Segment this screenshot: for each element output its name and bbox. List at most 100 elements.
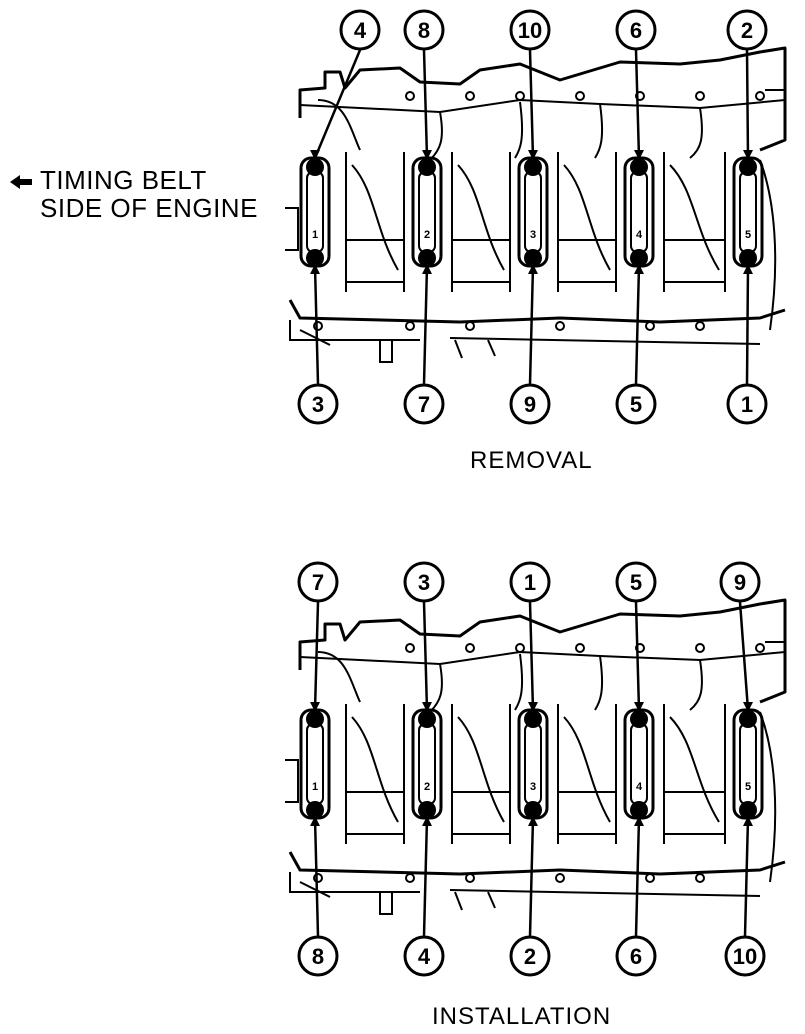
block-outline-bottom [288,299,786,324]
timing-note-line2: SIDE OF ENGINE [40,193,258,223]
arrowhead-top [528,150,538,160]
arrowhead-bottom [743,816,753,826]
crank-journal [557,704,617,844]
arrowhead-bottom [528,264,538,274]
callout-circle-bottom [509,383,551,425]
arrowhead-top [310,150,320,160]
cap-number-mark: 4 [636,229,643,241]
callout-circle-bottom [297,935,339,977]
block-outline-top [298,46,787,152]
leader-line-top [738,601,750,711]
bolt-head-top [524,158,542,176]
rail-hole [755,91,765,101]
arrowhead-top [422,702,432,712]
crank-journal [663,152,726,292]
oil-pan-flange [289,872,761,898]
flange-hole [465,873,475,883]
arrowhead-bottom [422,264,432,274]
block-stub-left [285,207,299,251]
block-side-right [759,641,785,883]
callout-circle-top [403,561,445,603]
bolt-head-top [630,158,648,176]
crank-web [669,164,720,271]
callout-number-bottom: 2 [524,944,536,969]
arrowhead-bottom [634,816,644,826]
arrowhead-bottom [634,264,644,274]
leader-line-top [634,601,641,711]
leader-line-bottom [313,265,320,385]
callout-circle-bottom [509,935,551,977]
flange-hole [313,321,323,331]
callout-number-top: 8 [418,18,430,43]
bolt-head-top [306,158,324,176]
arrowhead-top [634,150,644,160]
removal-caption: REMOVAL [470,447,593,474]
block-stub-left [285,759,299,803]
callout-number-top: 5 [630,570,642,595]
rail-hole [575,91,585,101]
leader-line-bottom [528,817,535,937]
bolt-head-bottom [630,801,648,819]
callout-circle-top [726,9,768,51]
rail-hole [405,91,415,101]
leader-line-top [528,601,535,711]
callout-circle-top [509,9,551,51]
callout-number-top: 3 [418,570,430,595]
crank-web [457,716,505,823]
arrowhead-top [743,702,753,712]
arrowhead-bottom [743,264,753,274]
callout-number-top: 2 [741,18,753,43]
crank-journal [345,152,405,292]
flange-hole [695,321,705,331]
web-curves [317,651,703,713]
crank-journal [451,704,511,844]
cap-number-mark: 5 [745,781,751,793]
callout-number-bottom: 10 [733,944,757,969]
bolt-head-bottom [524,249,542,267]
flange-hole [645,321,655,331]
callout-circle-bottom [724,935,766,977]
callout-circle-top [403,9,445,51]
flange-hole [405,873,415,883]
leader-line-top [528,49,535,159]
crank-web [351,716,399,823]
arrowhead-top [528,702,538,712]
bolt-head-top [524,710,542,728]
leader-line-bottom [634,265,641,385]
callout-circle-top [615,9,657,51]
rail-hole [695,91,705,101]
callout-number-bottom: 3 [312,392,324,417]
callout-number-bottom: 4 [418,944,431,969]
block-outline-bottom [288,851,786,876]
callout-number-bottom: 9 [524,392,536,417]
flange-details [379,891,496,915]
flange-hole [465,321,475,331]
callout-number-bottom: 1 [741,392,753,417]
bolt-head-top [739,158,757,176]
callout-number-bottom: 8 [312,944,324,969]
arrowhead-bottom [310,264,320,274]
web-curves [317,99,703,161]
leader-line-bottom [422,265,429,385]
leader-line-top [313,49,362,159]
bolt-head-top [306,710,324,728]
leader-line-bottom [634,817,641,937]
flange-details [379,339,496,363]
arrowhead-top [422,150,432,160]
crank-web [563,164,611,271]
leader-line-top [313,601,320,711]
flange-hole [695,873,705,883]
leader-line-bottom [528,265,535,385]
block-outline-top [298,598,787,704]
bolt-head-bottom [306,249,324,267]
leader-line-bottom [422,817,429,937]
crank-journal [663,704,726,844]
leader-line-top [422,49,429,159]
leader-line-bottom [743,817,750,937]
arrowhead-top [743,150,753,160]
cap-number-mark: 1 [312,781,318,793]
rail-hole [465,91,475,101]
callout-number-bottom: 7 [418,392,430,417]
callout-number-top: 6 [630,18,642,43]
